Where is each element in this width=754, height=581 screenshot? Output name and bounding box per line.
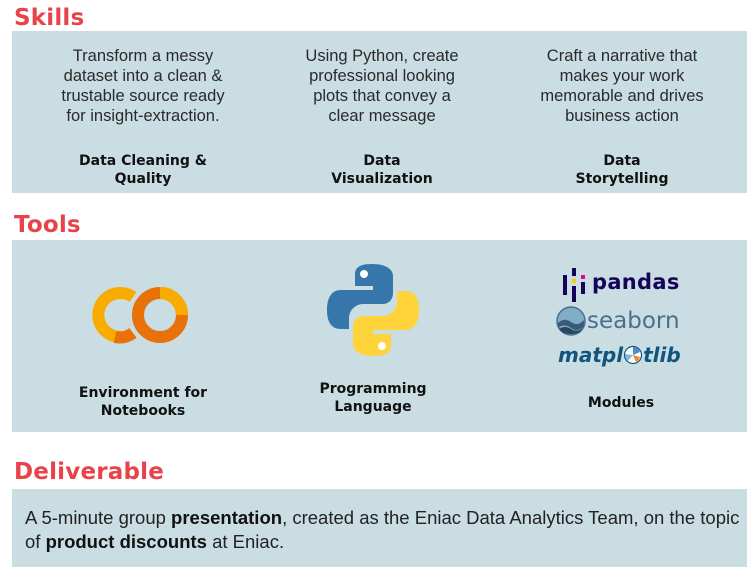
skill-title: Data Cleaning & Quality [79, 153, 207, 187]
deliverable-text-1: A 5-minute group [25, 507, 172, 528]
tool-title: Environment for Notebooks [78, 385, 208, 419]
colab-logo-icon [92, 287, 188, 344]
seaborn-wordmark: seaborn [587, 308, 680, 334]
skill-title: Data Visualization [331, 153, 433, 187]
skill-title: Data Storytelling [575, 153, 669, 187]
skill-card-cleaning: Transform a messy dataset into a clean &… [43, 46, 243, 187]
seaborn-logo-icon [556, 306, 586, 336]
matplotlib-o-icon [623, 345, 643, 365]
pandas-wordmark: pandas [592, 270, 680, 294]
skill-description: Using Python, create professional lookin… [305, 47, 459, 125]
deliverable-text-2: , created as the Eniac Data Analytics Te… [25, 507, 740, 552]
skill-card-storytelling: Craft a narrative that makes your work m… [522, 46, 722, 187]
skills-heading: Skills [14, 5, 85, 31]
matplotlib-wordmark: matpl tlib [558, 343, 681, 367]
tool-title: Programming Language [319, 381, 427, 415]
matplotlib-wordmark-part2: tlib [643, 343, 681, 367]
tool-title: Modules [587, 395, 655, 411]
deliverable-panel [12, 489, 747, 567]
deliverable-description: A 5-minute group presentation, created a… [25, 506, 740, 554]
deliverable-heading: Deliverable [14, 459, 165, 485]
skill-card-visualization: Using Python, create professional lookin… [282, 46, 482, 187]
python-logo-icon [327, 264, 419, 356]
deliverable-text-3: at Eniac. [206, 531, 285, 552]
skill-description: Craft a narrative that makes your work m… [540, 47, 704, 125]
pandas-logo-icon [563, 268, 585, 302]
skill-description: Transform a messy dataset into a clean &… [61, 47, 225, 125]
tools-heading: Tools [14, 212, 81, 238]
deliverable-bold-presentation: presentation [171, 507, 283, 528]
matplotlib-wordmark-part1: matpl [558, 343, 624, 367]
skills-panel: Transform a messy dataset into a clean &… [12, 31, 747, 193]
deliverable-bold-topic: product discounts [45, 531, 207, 552]
